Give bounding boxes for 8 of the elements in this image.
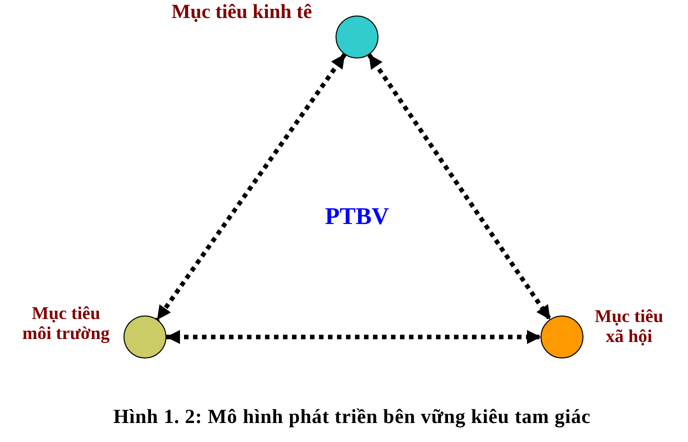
center-label: PTBV xyxy=(325,204,389,231)
figure-caption: Hình 1. 2: Mô hình phát triền bên vững kiêu tam giác xyxy=(113,406,591,429)
dotted-double-arrow xyxy=(155,52,347,322)
node-label: Mục tiêu môi trường xyxy=(21,303,111,343)
node-label: Mục tiêu xã hội xyxy=(594,306,664,346)
node-label: Mục tiêu kinh tê xyxy=(170,2,312,22)
dotted-double-arrow xyxy=(166,330,541,344)
dotted-double-arrow xyxy=(367,53,552,321)
